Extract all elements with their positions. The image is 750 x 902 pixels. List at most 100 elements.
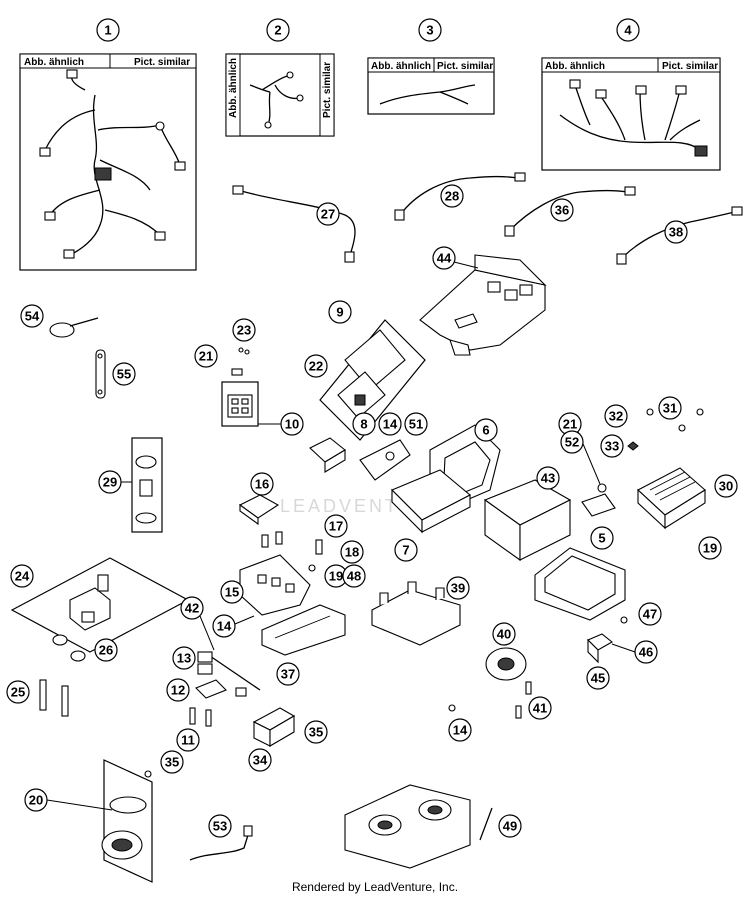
svg-text:23: 23: [237, 323, 251, 338]
footer-credit: Rendered by LeadVenture, Inc.: [291, 880, 459, 894]
bracket-8: [359, 439, 411, 481]
callout-12[interactable]: 12: [166, 678, 190, 702]
callout-41[interactable]: 41: [528, 696, 552, 720]
callout-48[interactable]: 48: [342, 564, 366, 588]
main-harness-drawing: [39, 69, 186, 259]
svg-text:29: 29: [103, 475, 117, 490]
callout-22[interactable]: 22: [304, 354, 328, 378]
callout-27[interactable]: 27: [316, 202, 340, 226]
callout-18[interactable]: 18: [340, 540, 364, 564]
callout-42[interactable]: 42: [180, 596, 204, 620]
callout-21-right[interactable]: 21: [558, 412, 582, 436]
callout-28[interactable]: 28: [440, 184, 464, 208]
callout-54[interactable]: 54: [20, 304, 44, 328]
callout-9[interactable]: 9: [328, 300, 352, 324]
callout-31[interactable]: 31: [658, 396, 682, 420]
plug-box-29: [131, 437, 163, 533]
callout-16[interactable]: 16: [250, 472, 274, 496]
callout-14-top[interactable]: 14: [378, 412, 402, 436]
module-34: [252, 707, 296, 747]
callout-3[interactable]: 3: [418, 18, 442, 42]
callout-40[interactable]: 40: [492, 622, 516, 646]
callout-10[interactable]: 10: [280, 412, 304, 436]
box-1-header-en: Pict. similar: [134, 57, 190, 68]
callout-24[interactable]: 24: [10, 564, 34, 588]
svg-text:24: 24: [15, 569, 30, 584]
callout-2[interactable]: 2: [266, 18, 290, 42]
sensor-45: [587, 633, 613, 664]
box-2-header-de: Abb. ähnlich: [228, 58, 239, 118]
callout-8[interactable]: 8: [352, 412, 376, 436]
pins-11: [189, 707, 212, 727]
ecu-30: [637, 467, 706, 530]
svg-text:15: 15: [225, 585, 239, 600]
callout-6[interactable]: 6: [474, 418, 498, 442]
callout-35-right[interactable]: 35: [304, 720, 328, 744]
callout-19-right[interactable]: 19: [698, 536, 722, 560]
callout-20[interactable]: 20: [24, 788, 48, 812]
svg-text:53: 53: [213, 819, 227, 834]
strap-55: [95, 349, 106, 399]
electronics-tray-44: [419, 254, 547, 356]
callout-25[interactable]: 25: [6, 680, 30, 704]
svg-text:12: 12: [171, 683, 185, 698]
callout-53[interactable]: 53: [208, 814, 232, 838]
box-4-header-en: Pict. similar: [662, 61, 718, 72]
svg-text:20: 20: [29, 793, 43, 808]
callout-35-left[interactable]: 35: [160, 750, 184, 774]
svg-text:49: 49: [503, 819, 517, 834]
box-4-header-de: Abb. ähnlich: [545, 61, 605, 72]
cable-38: [616, 206, 743, 265]
callout-17[interactable]: 17: [324, 514, 348, 538]
box-2-harness: Abb. ähnlich Pict. similar: [225, 53, 335, 137]
callout-37[interactable]: 37: [276, 662, 300, 686]
svg-text:48: 48: [347, 569, 361, 584]
callout-52[interactable]: 52: [560, 430, 584, 454]
svg-text:38: 38: [669, 225, 683, 240]
callout-45[interactable]: 45: [586, 666, 610, 690]
callout-33[interactable]: 33: [600, 434, 624, 458]
svg-text:43: 43: [541, 471, 555, 486]
callout-11[interactable]: 11: [176, 728, 200, 752]
svg-text:22: 22: [309, 359, 323, 374]
callout-39[interactable]: 39: [446, 576, 470, 600]
callout-30[interactable]: 30: [714, 474, 738, 498]
cable-tie-54: [49, 317, 99, 338]
callout-34[interactable]: 34: [248, 748, 272, 772]
cable-36: [504, 186, 636, 237]
svg-text:13: 13: [177, 651, 191, 666]
svg-text:17: 17: [329, 519, 343, 534]
callout-38[interactable]: 38: [664, 220, 688, 244]
svg-text:2: 2: [274, 23, 281, 38]
fuses-17-19: [308, 539, 323, 572]
callout-29[interactable]: 29: [98, 470, 122, 494]
callout-4[interactable]: 4: [616, 18, 640, 42]
callout-15[interactable]: 15: [220, 580, 244, 604]
svg-text:35: 35: [309, 725, 323, 740]
callout-14-bottom[interactable]: 14: [448, 718, 472, 742]
callout-55[interactable]: 55: [112, 362, 136, 386]
callout-21-left[interactable]: 21: [194, 344, 218, 368]
svg-text:26: 26: [99, 643, 113, 658]
callout-13[interactable]: 13: [172, 646, 196, 670]
callout-5[interactable]: 5: [590, 526, 614, 550]
callout-23[interactable]: 23: [232, 318, 256, 342]
callout-43[interactable]: 43: [536, 466, 560, 490]
svg-text:8: 8: [360, 417, 367, 432]
callout-36[interactable]: 36: [550, 198, 574, 222]
box-1-main-harness: Abb. ähnlich Pict. similar: [19, 53, 197, 271]
callout-1[interactable]: 1: [96, 18, 120, 42]
sensor-box-20: [101, 759, 153, 883]
callout-46[interactable]: 46: [634, 640, 658, 664]
callout-26[interactable]: 26: [94, 638, 118, 662]
callout-49[interactable]: 49: [498, 814, 522, 838]
holder-37: [261, 604, 346, 656]
callout-14-mid[interactable]: 14: [212, 614, 236, 638]
callout-44[interactable]: 44: [432, 246, 456, 270]
callout-51[interactable]: 51: [404, 412, 428, 436]
harness-2-drawing: [249, 71, 304, 129]
callout-47[interactable]: 47: [638, 602, 662, 626]
callout-7[interactable]: 7: [394, 538, 418, 562]
svg-text:3: 3: [426, 23, 433, 38]
callout-32[interactable]: 32: [604, 404, 628, 428]
